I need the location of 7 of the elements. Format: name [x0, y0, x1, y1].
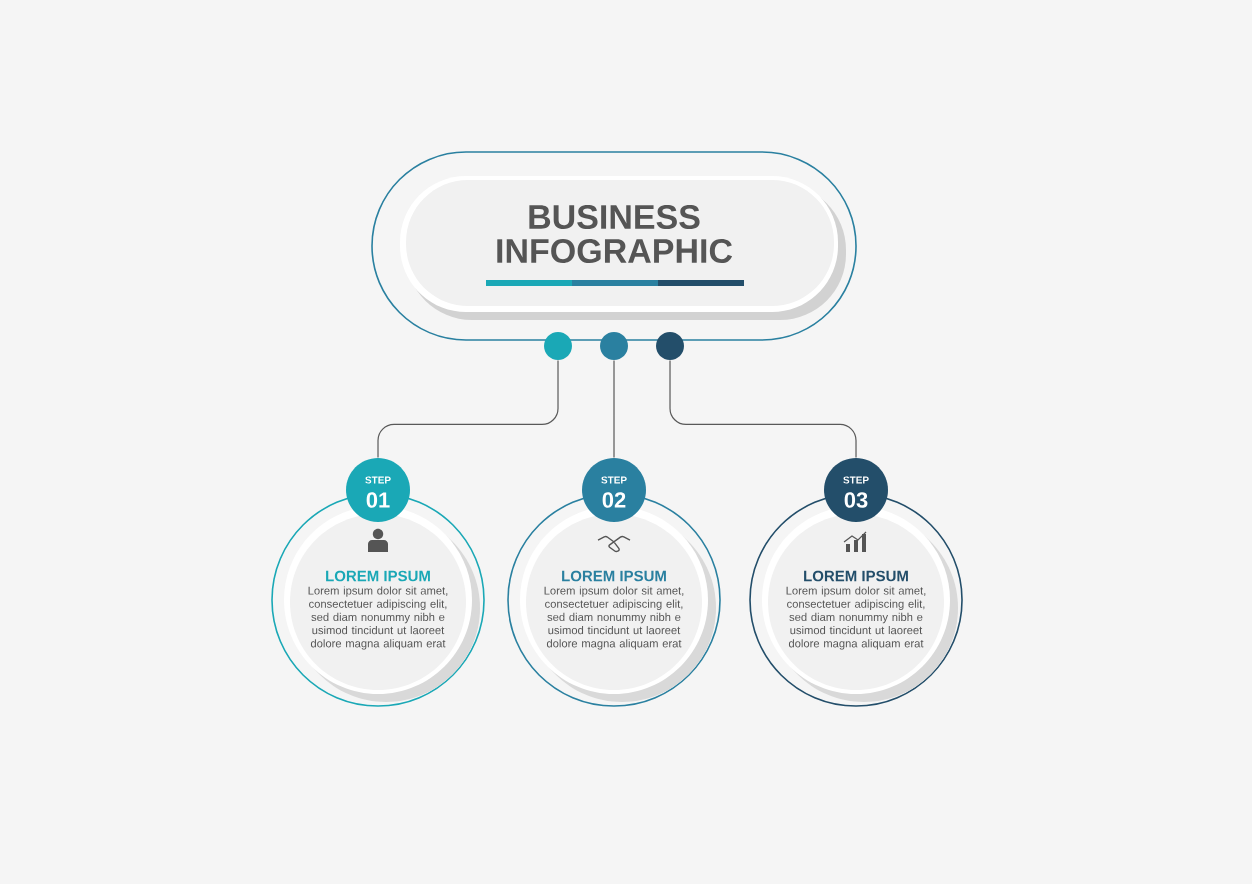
connector-line [613, 359, 615, 459]
connector-dot [600, 332, 628, 360]
connector-line [377, 359, 559, 459]
connector-dot [656, 332, 684, 360]
connector-dot [544, 332, 572, 360]
connector-line [669, 359, 857, 459]
title-pill: BUSINESS INFOGRAPHIC [371, 151, 857, 341]
